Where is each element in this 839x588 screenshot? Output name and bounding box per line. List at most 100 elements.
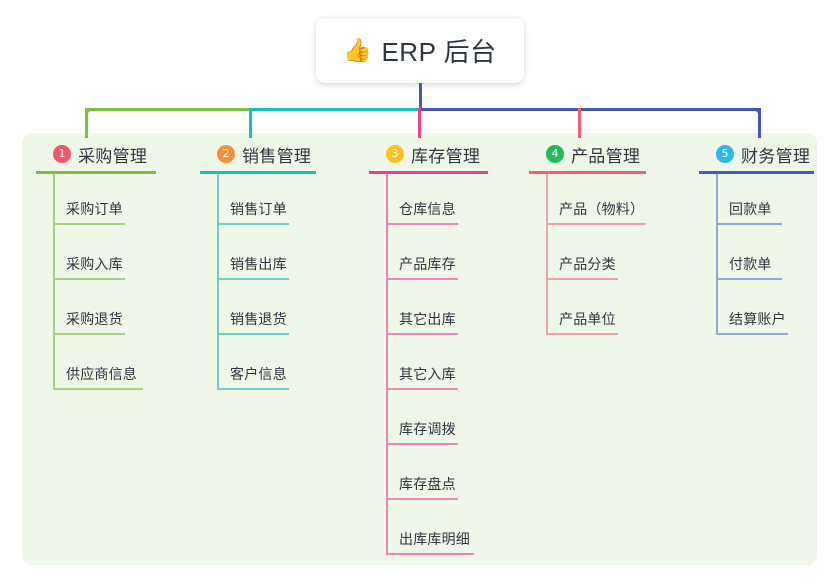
column-header-rule (200, 171, 316, 174)
column-header-3[interactable]: 3 库存管理 (369, 140, 488, 168)
column-items: 销售订单销售出库销售退货客户信息 (200, 174, 316, 394)
connector-drop-column-1 (85, 108, 88, 138)
column-number-badge: 3 (386, 145, 404, 163)
menu-item[interactable]: 产品（物料） (529, 174, 646, 229)
menu-item-rule (217, 333, 289, 335)
menu-item[interactable]: 回款单 (699, 174, 814, 229)
menu-item[interactable]: 出库库明细 (369, 504, 488, 559)
connector-bus-blue (418, 108, 761, 111)
menu-item[interactable]: 产品分类 (529, 229, 646, 284)
menu-item-rule (546, 278, 618, 280)
menu-item[interactable]: 采购入库 (36, 229, 156, 284)
menu-item-rule (716, 333, 788, 335)
menu-item[interactable]: 其它出库 (369, 284, 488, 339)
menu-item[interactable]: 库存盘点 (369, 449, 488, 504)
menu-item[interactable]: 结算账户 (699, 284, 814, 339)
column-number-badge: 1 (53, 145, 71, 163)
menu-item-rule (53, 278, 125, 280)
menu-item-label: 采购入库 (66, 256, 123, 272)
column-stem (386, 174, 388, 555)
menu-item-rule (386, 553, 474, 555)
menu-item-label: 产品库存 (399, 256, 456, 272)
menu-item-label: 销售订单 (230, 201, 287, 217)
column-number-badge: 4 (546, 145, 564, 163)
connector-drop-column-3 (418, 108, 421, 138)
branch-column-1: 1 采购管理采购订单采购入库采购退货供应商信息 (36, 140, 156, 394)
menu-item-rule (716, 278, 782, 280)
column-items: 采购订单采购入库采购退货供应商信息 (36, 174, 156, 394)
column-header-rule (369, 171, 488, 174)
menu-item[interactable]: 采购退货 (36, 284, 156, 339)
menu-item[interactable]: 销售订单 (200, 174, 316, 229)
menu-item[interactable]: 产品单位 (529, 284, 646, 339)
menu-item-label: 付款单 (729, 256, 772, 272)
menu-item-rule (217, 223, 289, 225)
menu-item-rule (716, 223, 782, 225)
menu-item-rule (386, 278, 458, 280)
menu-item-rule (386, 333, 458, 335)
branch-column-3: 3 库存管理仓库信息产品库存其它出库其它入库库存调拨库存盘点出库库明细 (369, 140, 488, 559)
menu-item[interactable]: 销售退货 (200, 284, 316, 339)
column-header-rule (36, 171, 156, 174)
menu-item-label: 供应商信息 (66, 366, 137, 382)
menu-item-label: 结算账户 (729, 311, 786, 327)
column-title: 产品管理 (571, 146, 641, 166)
menu-item-label: 其它入库 (399, 366, 456, 382)
column-items: 仓库信息产品库存其它出库其它入库库存调拨库存盘点出库库明细 (369, 174, 488, 559)
diagram-panel (22, 133, 817, 565)
menu-item-label: 销售出库 (230, 256, 287, 272)
menu-item-rule (546, 333, 618, 335)
menu-item[interactable]: 供应商信息 (36, 339, 156, 394)
menu-item-label: 库存调拨 (399, 421, 456, 437)
connector-drop-column-4 (578, 108, 581, 138)
menu-item[interactable]: 客户信息 (200, 339, 316, 394)
menu-item-label: 其它出库 (399, 311, 456, 327)
column-stem (53, 174, 55, 390)
column-items: 产品（物料）产品分类产品单位 (529, 174, 646, 339)
menu-item-label: 采购退货 (66, 311, 123, 327)
column-items: 回款单付款单结算账户 (699, 174, 814, 339)
menu-item[interactable]: 库存调拨 (369, 394, 488, 449)
column-title: 库存管理 (411, 146, 481, 166)
menu-item-label: 回款单 (729, 201, 772, 217)
menu-item-label: 产品单位 (559, 311, 616, 327)
menu-item-rule (217, 388, 289, 390)
connector-bus-teal (249, 108, 421, 111)
menu-item-rule (386, 388, 458, 390)
menu-item[interactable]: 仓库信息 (369, 174, 488, 229)
menu-item-rule (53, 223, 125, 225)
menu-item-rule (546, 223, 646, 225)
branch-column-4: 4 产品管理产品（物料）产品分类产品单位 (529, 140, 646, 339)
menu-item-rule (53, 388, 143, 390)
menu-item[interactable]: 其它入库 (369, 339, 488, 394)
connector-root-stem (419, 83, 422, 111)
column-title: 采购管理 (78, 146, 148, 166)
menu-item-label: 库存盘点 (399, 476, 456, 492)
root-node-title: 👍 ERP 后台 (343, 32, 496, 69)
menu-item-label: 出库库明细 (399, 531, 470, 547)
connector-drop-column-2 (249, 108, 252, 138)
menu-item-label: 客户信息 (230, 366, 287, 382)
menu-item[interactable]: 采购订单 (36, 174, 156, 229)
menu-item[interactable]: 销售出库 (200, 229, 316, 284)
column-stem (217, 174, 219, 390)
menu-item-rule (386, 443, 458, 445)
menu-item-rule (217, 278, 289, 280)
menu-item-label: 销售退货 (230, 311, 287, 327)
column-stem (716, 174, 718, 335)
column-header-rule (699, 171, 814, 174)
menu-item[interactable]: 产品库存 (369, 229, 488, 284)
column-header-rule (529, 171, 646, 174)
menu-item[interactable]: 付款单 (699, 229, 814, 284)
column-header-4[interactable]: 4 产品管理 (529, 140, 646, 168)
thumbs-up-icon: 👍 (343, 37, 373, 63)
menu-item-rule (53, 333, 125, 335)
menu-item-rule (386, 498, 458, 500)
menu-item-label: 仓库信息 (399, 201, 456, 217)
root-node-card[interactable]: 👍 ERP 后台 (316, 18, 524, 83)
column-header-1[interactable]: 1 采购管理 (36, 140, 156, 168)
